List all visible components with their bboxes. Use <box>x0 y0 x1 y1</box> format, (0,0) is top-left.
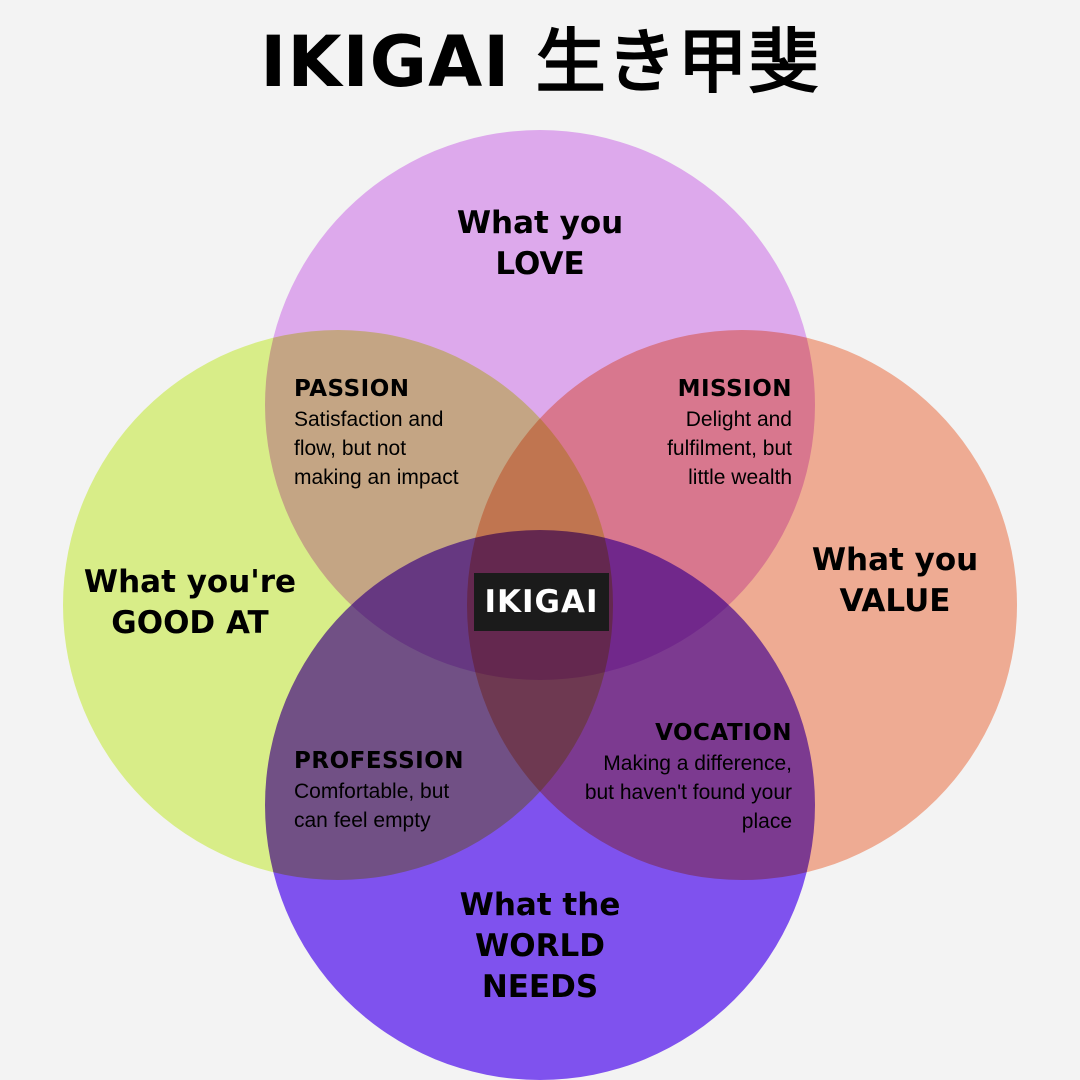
mission-desc-line: fulfilment, but <box>667 437 792 460</box>
passion-zone: PASSION Satisfaction and flow, but not m… <box>294 373 459 492</box>
mission-desc-line: little wealth <box>688 466 792 489</box>
passion-desc-line: Satisfaction and <box>294 408 444 431</box>
love-label: What you LOVE <box>390 203 690 285</box>
vocation-zone: VOCATION Making a difference, but haven'… <box>585 717 792 836</box>
mission-zone: MISSION Delight and fulfilment, but litt… <box>667 373 792 492</box>
world-needs-label-line3: NEEDS <box>481 969 599 1005</box>
vocation-title: VOCATION <box>655 720 792 746</box>
passion-title: PASSION <box>294 376 410 402</box>
world-needs-label: What the WORLD NEEDS <box>390 885 690 1008</box>
vocation-desc-line: but haven't found your <box>584 781 792 804</box>
good-at-label: What you're GOOD AT <box>40 562 340 644</box>
profession-title: PROFESSION <box>294 748 464 774</box>
love-label-line2: LOVE <box>495 246 585 282</box>
profession-desc-line: Comfortable, but <box>294 780 450 803</box>
good-at-label-line2: GOOD AT <box>111 605 269 641</box>
world-needs-label-line2: WORLD <box>475 928 605 964</box>
mission-title: MISSION <box>677 376 792 402</box>
passion-desc-line: flow, but not <box>294 437 407 460</box>
page-title: IKIGAI 生き甲斐 <box>260 21 820 103</box>
profession-zone: PROFESSION Comfortable, but can feel emp… <box>294 745 464 835</box>
passion-desc-line: making an impact <box>294 466 459 489</box>
value-label-line1: What you <box>811 542 979 578</box>
love-label-line1: What you <box>456 205 624 241</box>
ikigai-center-badge: IKIGAI <box>474 573 609 631</box>
value-label-line2: VALUE <box>839 583 951 619</box>
value-label: What you VALUE <box>745 540 1045 622</box>
world-needs-circle <box>265 530 815 1080</box>
good-at-label-line1: What you're <box>83 564 297 600</box>
profession-desc-line: can feel empty <box>294 809 431 832</box>
mission-desc-line: Delight and <box>685 408 792 431</box>
vocation-desc-line: Making a difference, <box>603 752 792 775</box>
vocation-desc-line: place <box>741 810 792 833</box>
world-needs-label-line1: What the <box>459 887 621 923</box>
